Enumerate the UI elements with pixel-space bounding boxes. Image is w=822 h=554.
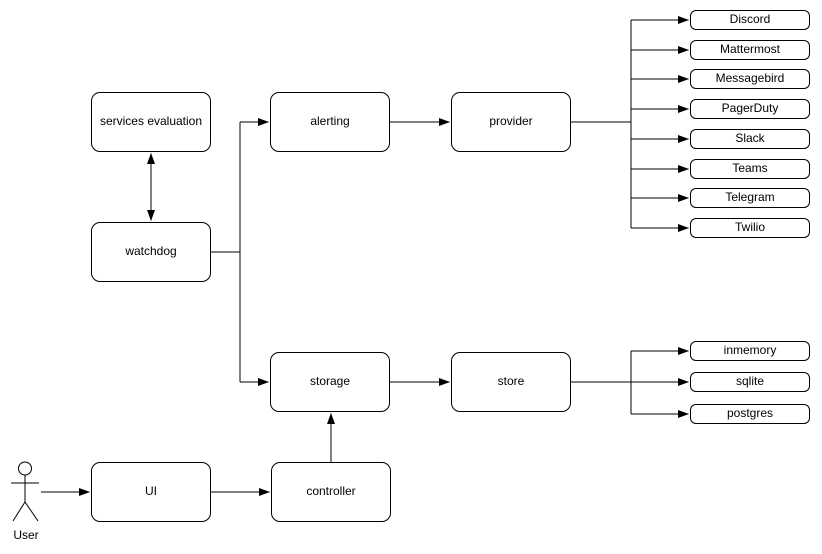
node-watchdog: watchdog xyxy=(91,222,211,282)
node-store-label: store xyxy=(497,374,525,389)
node-controller-label: controller xyxy=(306,484,356,499)
node-provider-messagebird-label: Messagebird xyxy=(715,71,785,86)
node-provider-discord-label: Discord xyxy=(729,12,771,27)
node-provider-slack-label: Slack xyxy=(735,131,765,146)
user-actor-icon xyxy=(11,461,39,522)
node-provider-twilio-label: Twilio xyxy=(734,220,765,235)
node-store-sqlite: sqlite xyxy=(690,372,810,392)
node-provider-telegram-label: Telegram xyxy=(725,190,775,205)
node-provider-label: provider xyxy=(489,114,533,129)
node-watchdog-label: watchdog xyxy=(125,244,177,259)
node-controller: controller xyxy=(271,462,391,522)
node-provider-discord: Discord xyxy=(690,10,810,30)
node-store: store xyxy=(451,352,571,412)
node-provider-pagerduty: PagerDuty xyxy=(690,99,810,119)
node-services-evaluation-label: services evaluation xyxy=(99,114,203,129)
node-provider-teams: Teams xyxy=(690,159,810,179)
node-store-postgres: postgres xyxy=(690,404,810,424)
node-provider-telegram: Telegram xyxy=(690,188,810,208)
node-provider: provider xyxy=(451,92,571,152)
node-store-inmemory-label: inmemory xyxy=(723,343,777,358)
node-provider-messagebird: Messagebird xyxy=(690,69,810,89)
node-ui-label: UI xyxy=(145,484,157,499)
node-alerting-label: alerting xyxy=(310,114,350,129)
node-alerting: alerting xyxy=(270,92,390,152)
node-provider-mattermost-label: Mattermost xyxy=(719,42,780,57)
node-store-inmemory: inmemory xyxy=(690,341,810,361)
user-actor-label: User xyxy=(13,528,39,542)
node-provider-twilio: Twilio xyxy=(690,218,810,238)
node-provider-slack: Slack xyxy=(690,129,810,149)
node-store-sqlite-label: sqlite xyxy=(735,374,764,389)
node-storage-label: storage xyxy=(309,374,351,389)
node-provider-pagerduty-label: PagerDuty xyxy=(721,101,779,116)
node-provider-mattermost: Mattermost xyxy=(690,40,810,60)
node-store-postgres-label: postgres xyxy=(726,406,774,421)
node-provider-teams-label: Teams xyxy=(732,161,768,176)
node-ui: UI xyxy=(91,462,211,522)
node-storage: storage xyxy=(270,352,390,412)
node-services-evaluation: services evaluation xyxy=(91,92,211,152)
